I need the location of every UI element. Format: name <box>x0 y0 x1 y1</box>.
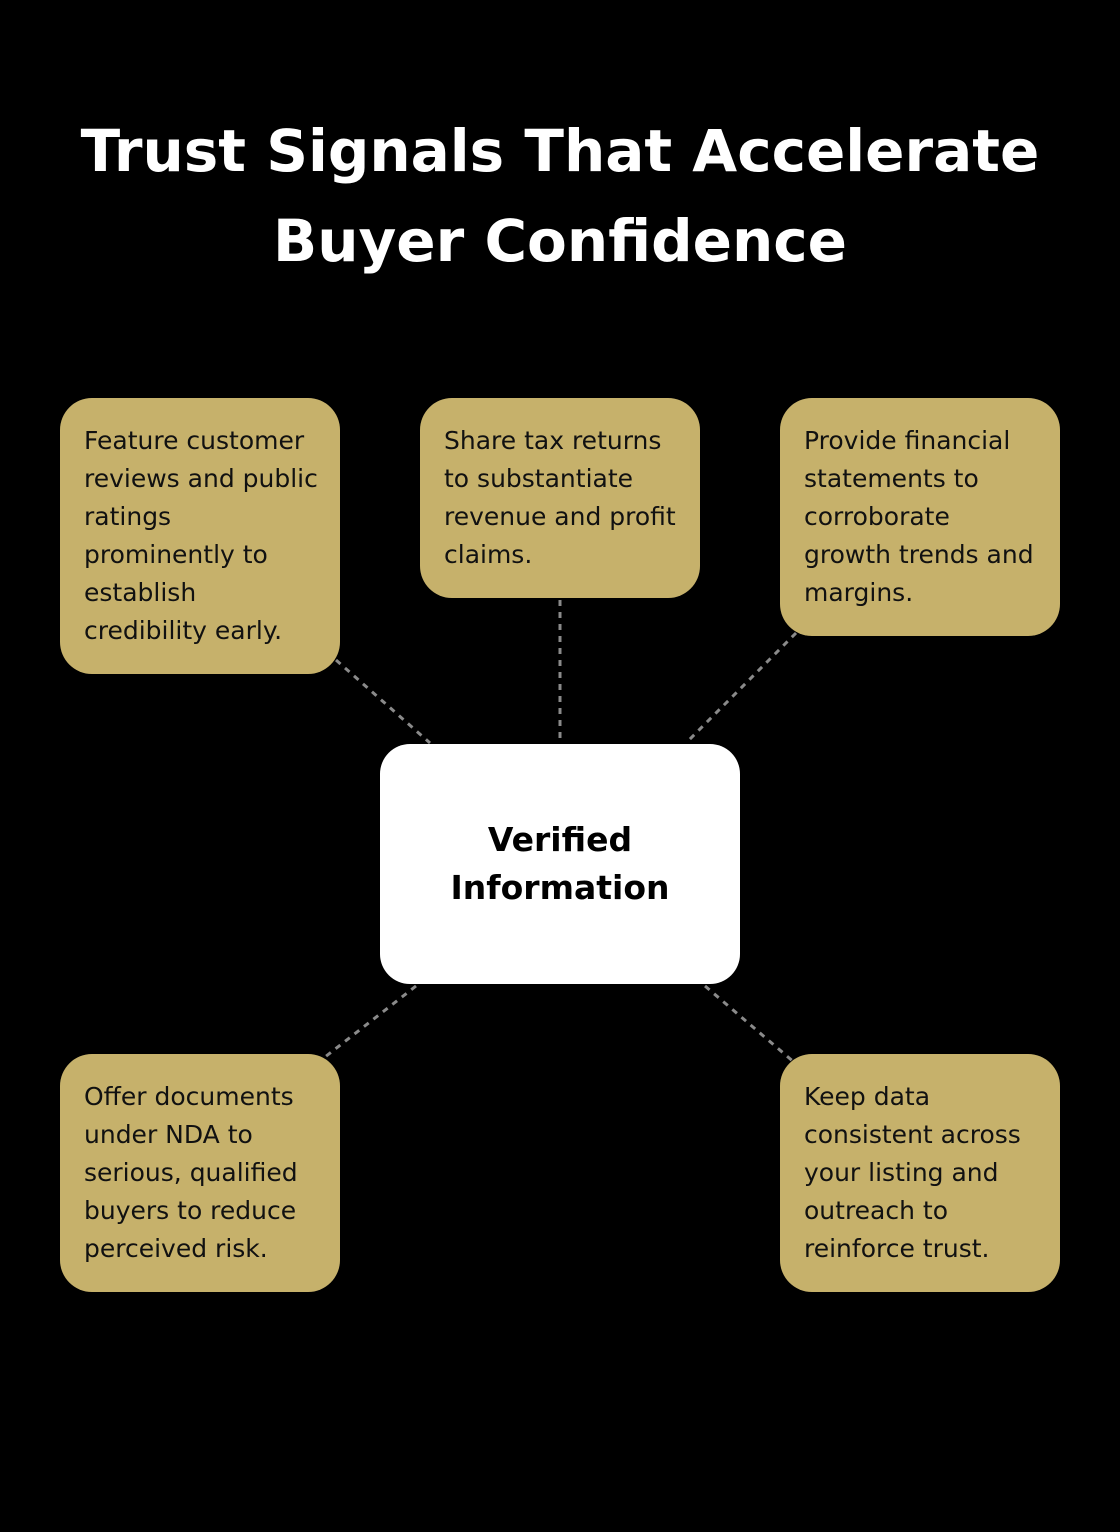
center-node-label: Verified Information <box>450 820 670 907</box>
node-consistent-data: Keep data consistent across your listing… <box>780 1054 1060 1292</box>
connector-bottom-left <box>324 984 417 1059</box>
node-tax-returns: Share tax returns to substantiate revenu… <box>420 398 700 598</box>
diagram-title: Trust Signals That Accelerate Buyer Conf… <box>80 117 1040 275</box>
node-nda-documents: Offer documents under NDA to serious, qu… <box>60 1054 340 1292</box>
node-customer-reviews: Feature customer reviews and public rati… <box>60 398 340 674</box>
center-node: Verified Information <box>380 744 740 984</box>
connector-top-left <box>335 658 431 745</box>
connector-top-right <box>684 631 798 745</box>
connector-bottom-right <box>704 984 796 1065</box>
node-financial-statements: Provide financial statements to corrobor… <box>780 398 1060 636</box>
